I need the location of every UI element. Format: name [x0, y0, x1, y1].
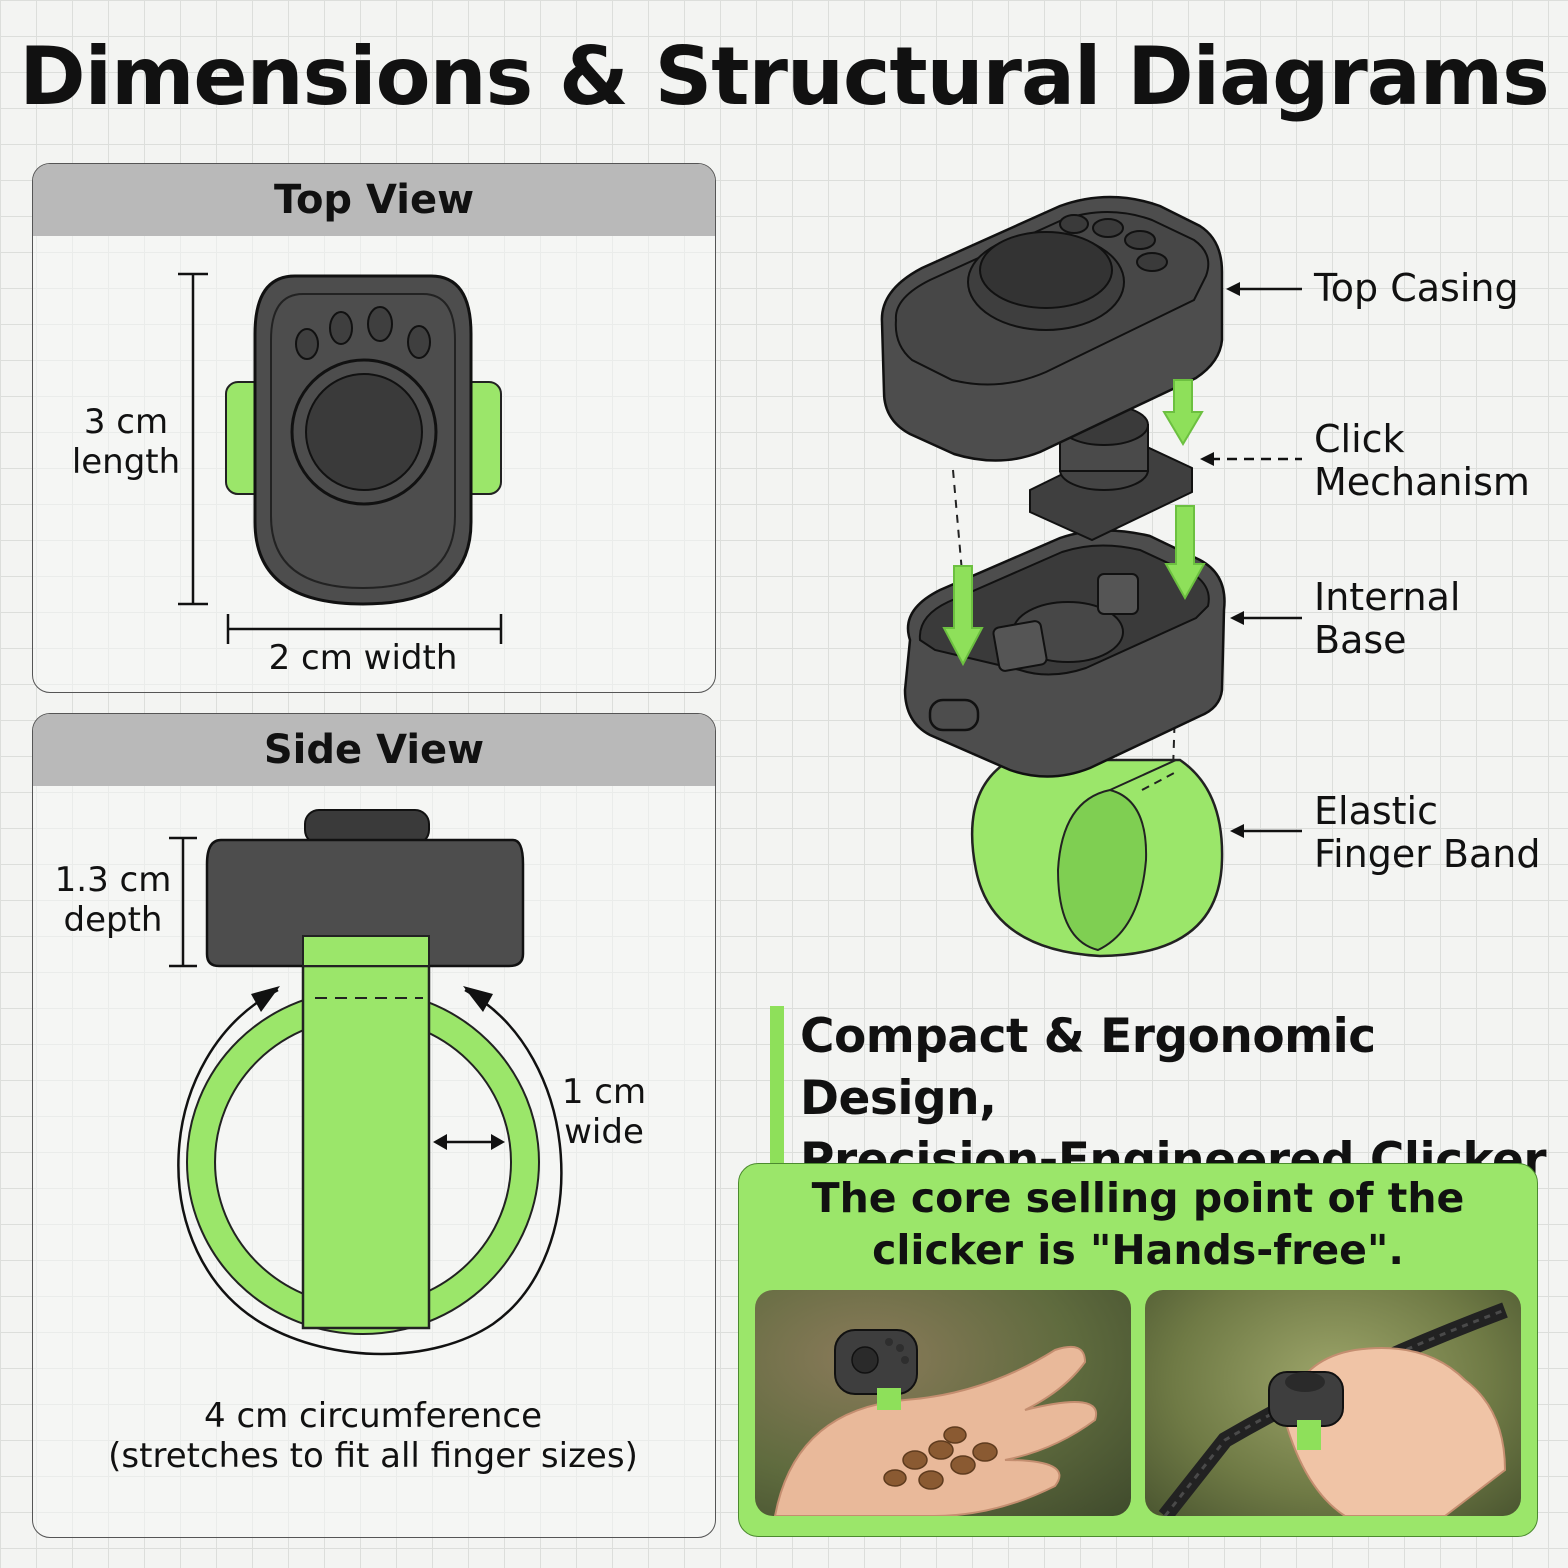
photo-clicker-on-finger	[1145, 1290, 1521, 1516]
callout-top-casing: Top Casing	[1314, 266, 1519, 310]
top-view-panel: Top View 3 cm length 2 cm widt	[32, 163, 716, 693]
width-dimension-line	[226, 614, 503, 644]
callout-leaders	[1210, 287, 1302, 833]
side-view-heading: Side View	[33, 714, 715, 786]
exploded-top-casing	[880, 195, 1224, 462]
finger-clicker-leash-illustration	[1158, 1302, 1508, 1516]
assembly-arrows	[942, 379, 1206, 667]
top-view-heading: Top View	[33, 164, 715, 236]
circumference-label: 4 cm circumference (stretches to fit all…	[108, 1396, 638, 1476]
side-view-diagram	[169, 809, 563, 1356]
paw-icon	[295, 306, 431, 360]
band-width-label: 1 cm wide	[561, 1072, 647, 1152]
exploded-click-mechanism	[1029, 404, 1193, 542]
top-view-diagram	[178, 272, 503, 644]
hands-free-box: The core selling point of the clicker is…	[738, 1163, 1538, 1537]
callout-internal-base: Internal Base	[1314, 575, 1461, 662]
width-label: 2 cm width	[268, 638, 458, 678]
hands-free-heading: The core selling point of the clicker is…	[811, 1174, 1465, 1274]
circumference-arrows	[177, 988, 563, 1356]
callout-finger-band: Elastic Finger Band	[1314, 789, 1541, 876]
elastic-band-strap	[301, 934, 431, 1330]
clicker-housing	[205, 838, 525, 968]
depth-label: 1.3 cm depth	[54, 860, 172, 940]
side-view-panel: Side View 1.3 cm depth 1 cm wi	[32, 713, 716, 1538]
exploded-finger-band	[970, 758, 1224, 958]
length-dimension-line	[178, 272, 208, 606]
page-title: Dimensions & Structural Diagrams	[19, 30, 1550, 123]
photo-treats-in-hand	[755, 1290, 1131, 1516]
hand-with-treats-illustration	[773, 1329, 1098, 1516]
exploded-internal-base	[903, 529, 1226, 778]
callout-click-mechanism: Click Mechanism	[1314, 417, 1530, 504]
depth-dimension-line	[169, 836, 197, 968]
length-label: 3 cm length	[71, 402, 181, 482]
